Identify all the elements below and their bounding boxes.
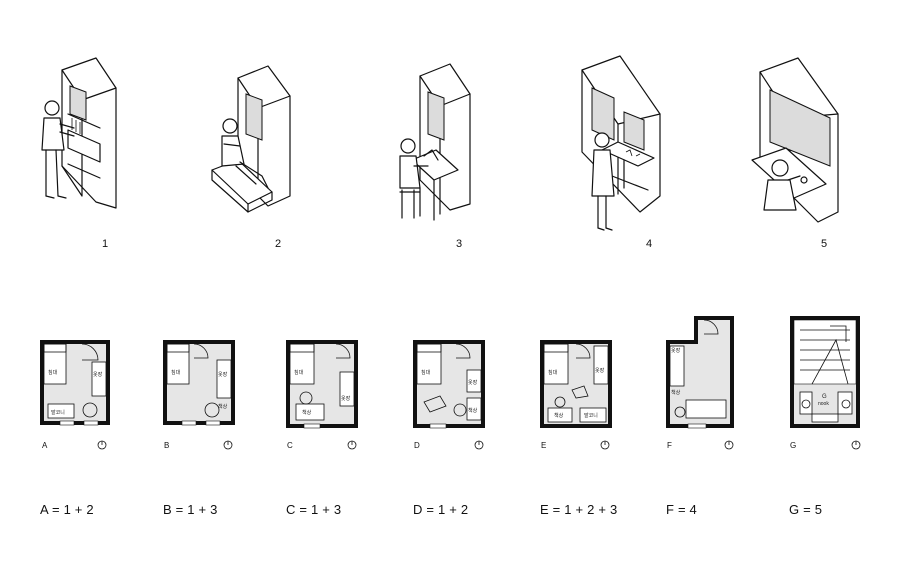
plan-letter-A: A: [42, 441, 48, 450]
plan-C: 침대 책상 옷장: [286, 340, 358, 450]
plan-F-label-1: 옷장: [671, 347, 681, 354]
plan-E: 침대 옷장 책상 발코니: [540, 340, 612, 450]
plan-E-label-4: 발코니: [584, 412, 598, 419]
plan-letter-F: F: [667, 441, 672, 450]
plan-G-label-2: nook: [818, 401, 829, 407]
plan-E-label-3: 책상: [554, 412, 564, 419]
plan-letter-C: C: [287, 441, 293, 450]
plan-D-label-3: 책상: [468, 407, 478, 414]
plan-letter-G: G: [790, 441, 797, 450]
plan-D-label-1: 침대: [421, 369, 431, 376]
plan-A-label-3: 발코니: [51, 409, 65, 416]
plan-E-label-2: 옷장: [595, 367, 605, 374]
module-number-4: 4: [645, 238, 653, 250]
module-number-2: 2: [274, 238, 282, 250]
formula-G: G = 5: [789, 502, 823, 517]
plan-E-label-1: 침대: [548, 369, 558, 376]
plan-B: 침대 옷장 책상: [163, 340, 235, 450]
plan-D-label-2: 옷장: [468, 379, 478, 386]
plan-F: 옷장 책상: [666, 316, 734, 450]
plan-A-label-1: 침대: [48, 369, 58, 376]
module-2-drawing: [211, 65, 291, 213]
module-number-5: 5: [820, 238, 828, 250]
plan-B-label-1: 침대: [171, 369, 181, 376]
plan-C-label-1: 침대: [294, 369, 304, 376]
formula-A: A = 1 + 2: [40, 502, 94, 517]
plan-letter-E: E: [541, 441, 547, 450]
plan-B-label-2: 옷장: [218, 371, 228, 378]
plan-D: 침대 옷장 책상: [413, 340, 485, 450]
plan-C-label-2: 책상: [302, 409, 312, 416]
formula-B: B = 1 + 3: [163, 502, 218, 517]
plan-G: G nook: [790, 316, 861, 450]
module-number-3: 3: [455, 238, 463, 250]
formula-C: C = 1 + 3: [286, 502, 342, 517]
module-4-drawing: [581, 55, 661, 231]
formula-E: E = 1 + 2 + 3: [540, 502, 618, 517]
formula-D: D = 1 + 2: [413, 502, 469, 517]
plan-A: 침대 옷장 발코니: [40, 340, 110, 450]
plan-G-label-1: G: [822, 394, 827, 400]
plan-F-label-2: 책상: [671, 389, 681, 396]
module-number-1: 1: [101, 238, 109, 250]
module-5-drawing: [751, 57, 839, 223]
plan-B-label-3: 책상: [218, 403, 228, 410]
plan-C-label-3: 옷장: [341, 395, 351, 402]
module-3-drawing: [399, 63, 471, 221]
plan-letter-D: D: [414, 441, 420, 450]
module-1-drawing: [41, 57, 117, 209]
plan-A-label-2: 옷장: [93, 371, 103, 378]
formula-F: F = 4: [666, 502, 697, 517]
plan-letter-B: B: [164, 441, 170, 450]
